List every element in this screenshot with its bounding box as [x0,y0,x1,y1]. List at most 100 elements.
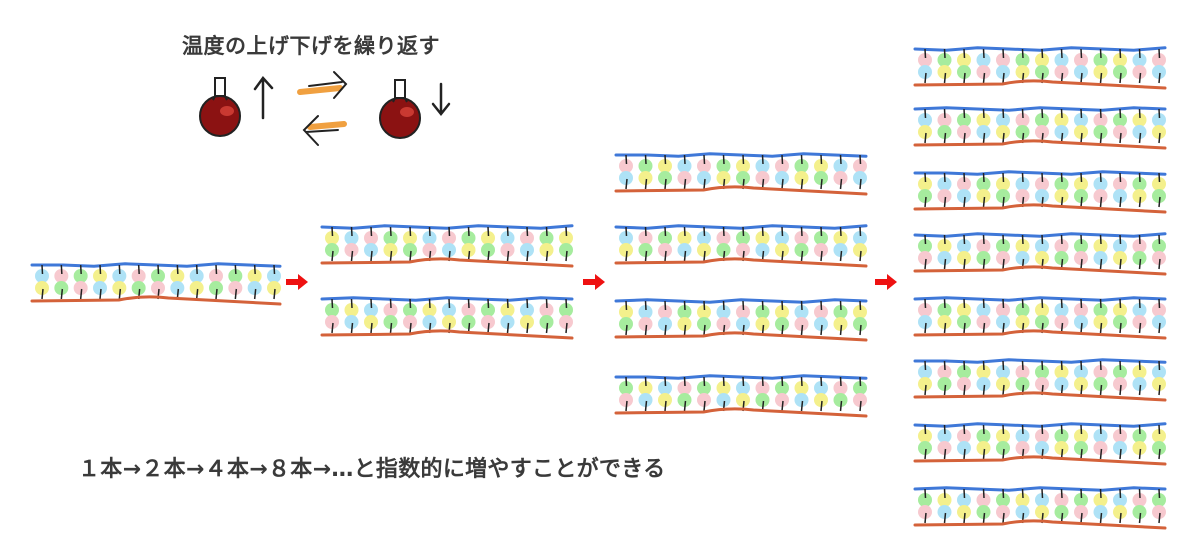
bottom-stem [255,289,256,299]
top-stem [665,301,666,310]
bottom-stem [646,251,647,261]
top-stem [1140,109,1141,118]
bottom-stem [1159,259,1160,269]
bottom-stem [1140,513,1141,523]
top-stem [665,155,666,164]
top-stem [1159,235,1160,244]
top-stem [158,265,159,274]
top-stem [1159,173,1160,182]
bottom-stem [332,251,333,261]
bottom-stem [945,385,946,395]
bottom-stem [964,323,965,333]
top-stem [821,301,822,310]
top-stem [841,301,842,310]
top-stem [235,265,236,274]
top-stem [646,377,647,386]
top-stem [1101,49,1102,58]
top-stem [802,301,803,310]
bottom-stem [1081,323,1082,333]
bottom-stem [1159,513,1160,523]
bottom-strand [915,267,1165,274]
bottom-strand [616,409,866,416]
top-stem [1023,425,1024,434]
bottom-stem [860,251,861,261]
right-arrow-icon [583,274,605,290]
top-stem [841,155,842,164]
bottom-stem [782,251,783,261]
top-stem [925,299,926,308]
top-stem [1081,49,1082,58]
top-stem [724,301,725,310]
bottom-stem [1003,133,1004,143]
bottom-stem [1159,449,1160,459]
top-stem [925,235,926,244]
bottom-stem [925,323,926,333]
bottom-stem [665,401,666,411]
top-stem [925,425,926,434]
bottom-stem [61,289,62,299]
dna-double-strand [32,264,281,304]
top-stem [626,377,627,386]
bottom-stem [925,73,926,83]
bottom-stem [1003,449,1004,459]
top-stem [925,109,926,118]
step-arrows [286,274,897,290]
top-strand [915,424,1165,426]
top-stem [1062,235,1063,244]
top-stem [1062,299,1063,308]
bottom-stem [235,289,236,299]
top-stem [685,377,686,386]
bottom-stem [1101,323,1102,333]
top-stem [964,425,965,434]
bottom-stem [964,133,965,143]
bottom-stem [925,513,926,523]
bottom-stem [802,179,803,189]
bottom-stem [704,325,705,335]
top-stem [1120,425,1121,434]
bottom-stem [984,323,985,333]
top-stem [469,227,470,236]
bottom-stem [626,401,627,411]
bottom-strand [915,457,1165,464]
top-strand [616,154,866,156]
top-strand [616,226,866,228]
bottom-strand [322,331,572,338]
bottom-strand [322,259,572,266]
top-stem [371,299,372,308]
top-stem [119,265,120,274]
top-stem [626,155,627,164]
top-stem [1101,109,1102,118]
top-stem [274,265,275,274]
bottom-stem [1120,385,1121,395]
top-strand [915,360,1165,362]
bottom-stem [821,179,822,189]
bottom-stem [1140,323,1141,333]
top-stem [1062,489,1063,498]
bottom-stem [1120,259,1121,269]
bottom-strand [616,187,866,194]
top-stem [1120,109,1121,118]
top-strand [915,48,1165,50]
dna-double-strand [616,226,867,266]
top-stem [1120,49,1121,58]
dna-double-strand [915,298,1166,338]
top-stem [685,155,686,164]
top-stem [1101,489,1102,498]
top-stem [1159,425,1160,434]
bottom-stem [371,323,372,333]
bottom-stem [945,323,946,333]
top-stem [1159,489,1160,498]
top-stem [566,299,567,308]
top-stem [61,265,62,274]
bottom-stem [1159,133,1160,143]
bottom-stem [488,251,489,261]
top-stem [1120,361,1121,370]
top-stem [1101,361,1102,370]
top-strand [616,300,866,302]
bottom-stem [685,251,686,261]
bottom-strand [616,333,866,340]
top-stem [646,155,647,164]
top-stem [1081,109,1082,118]
bottom-stem [685,401,686,411]
top-strand [322,226,572,228]
